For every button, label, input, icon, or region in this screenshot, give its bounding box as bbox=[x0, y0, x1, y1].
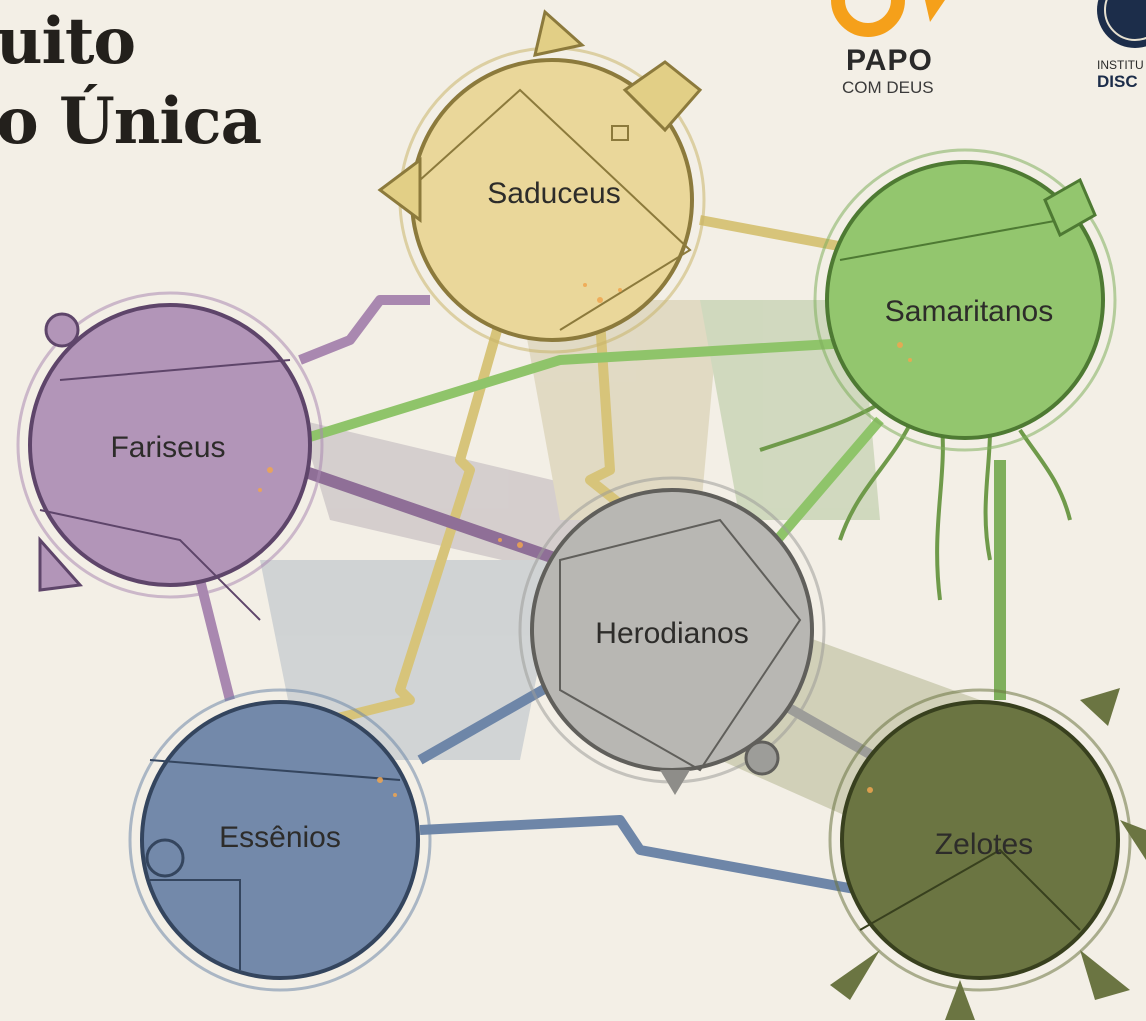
title-line-1: uito bbox=[0, 4, 136, 79]
papo-subtitle: COM DEUS bbox=[842, 78, 934, 97]
papo-com-deus-logo: PAPO COM DEUS bbox=[842, 0, 962, 105]
node-label-herodianos: Herodianos bbox=[595, 617, 749, 650]
title-line-2: o Única bbox=[0, 84, 262, 159]
node-label-saduceus: Saduceus bbox=[487, 177, 621, 210]
spark-effects bbox=[258, 283, 912, 797]
institute-label-top: INSTITU bbox=[1097, 58, 1144, 72]
node-label-essenios: Essênios bbox=[219, 821, 341, 854]
institute-label-bottom: DISC bbox=[1097, 72, 1138, 91]
node-fariseus-circle bbox=[28, 303, 312, 587]
institute-seal-icon bbox=[1097, 0, 1146, 48]
papo-wordmark: PAPO bbox=[846, 44, 933, 77]
node-decorations bbox=[38, 9, 1146, 1020]
institute-logo: INSTITU DISC bbox=[1097, 0, 1146, 95]
node-essenios-circle bbox=[140, 700, 420, 980]
node-zelotes-circle bbox=[840, 700, 1120, 980]
node-label-samaritanos: Samaritanos bbox=[884, 295, 1054, 328]
papo-logo-mark bbox=[831, 0, 945, 37]
node-samaritanos-circle bbox=[825, 160, 1105, 440]
node-label-fariseus: Fariseus bbox=[110, 431, 226, 464]
inner-geometry bbox=[39, 88, 1081, 970]
node-label-zelotes: Zelotes bbox=[934, 828, 1034, 861]
